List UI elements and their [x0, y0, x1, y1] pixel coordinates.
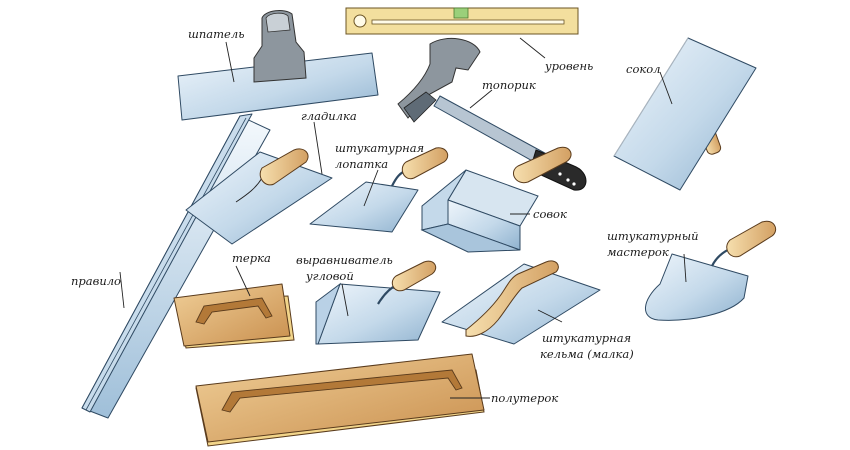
kelma-tool — [441, 260, 601, 345]
vyravnivatel-tool — [315, 260, 441, 345]
shpatel-tool — [177, 10, 379, 121]
master-tool — [645, 220, 777, 321]
label-toporik: топорик — [482, 78, 536, 92]
label-vyravnivatel-line1: выравниватель — [296, 253, 393, 267]
label-terka: терка — [232, 251, 271, 265]
label-kelma-line1: штукатурная — [542, 331, 631, 345]
label-sokol: сокол — [626, 62, 660, 76]
label-lopatka-line2: лопатка — [335, 157, 388, 171]
sovok-tool — [420, 146, 572, 253]
label-kelma-line2: кельма (малка) — [540, 347, 634, 361]
pravilo-tool — [81, 113, 271, 419]
label-gladilka: гладилка — [301, 109, 357, 123]
lopatka-tool — [309, 147, 449, 233]
terka-tool — [173, 283, 295, 349]
label-vyravnivatel-line2: угловой — [305, 269, 354, 283]
leader-lines — [119, 37, 687, 399]
labels: шпатель уровень сокол топорик гладилка ш… — [71, 27, 698, 405]
uroven-tool — [345, 7, 579, 35]
label-pravilo: правило — [71, 274, 121, 288]
label-uroven: уровень — [544, 59, 593, 73]
label-sovok: совок — [533, 207, 567, 221]
gladilka-tool — [185, 148, 333, 245]
label-master-line2: мастерок — [607, 245, 669, 259]
label-master-line1: штукатурный — [607, 229, 698, 243]
label-lopatka-line1: штукатурная — [335, 141, 424, 155]
label-shpatel: шпатель — [188, 27, 244, 41]
label-poluterok: полутерок — [491, 391, 558, 405]
poluterok-tool — [195, 353, 485, 447]
sokol-tool — [613, 37, 757, 191]
